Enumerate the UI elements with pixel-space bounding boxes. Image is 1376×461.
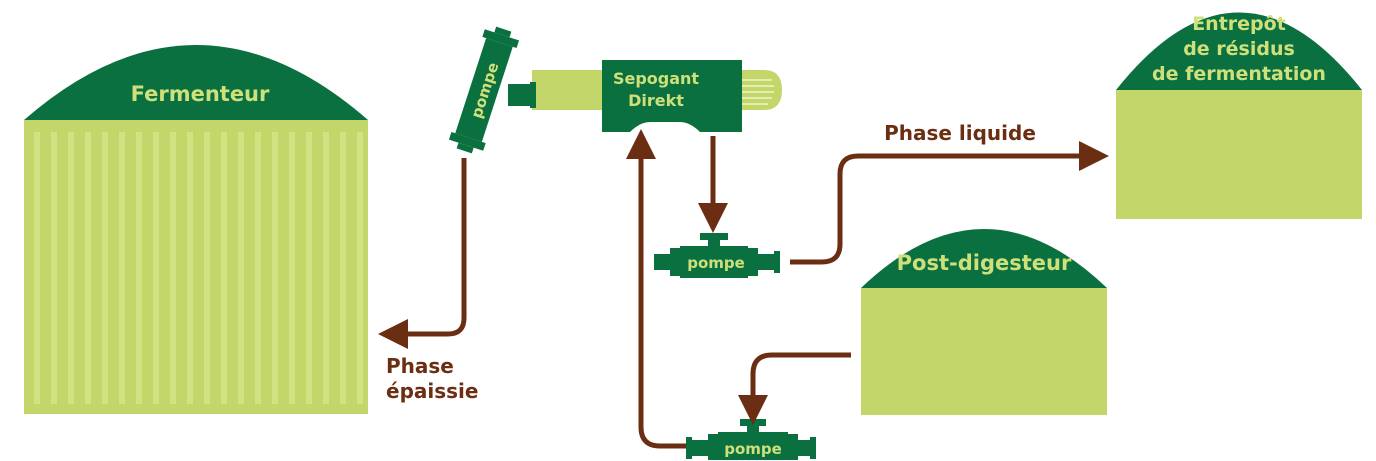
pump-middle-pipe-left <box>654 254 670 270</box>
pump-bottom-label: pompe <box>724 440 782 458</box>
fermenteur-stripe <box>187 132 193 404</box>
entrepot-label-line2: de résidus <box>1183 38 1295 60</box>
post-digesteur-tank: Post-digesteur <box>861 229 1107 415</box>
entrepot-dome <box>1116 12 1362 90</box>
pump-middle-valve-cap <box>700 233 728 240</box>
pump-bottom-valve-stem <box>747 424 759 434</box>
pump-top-flange-left <box>448 131 486 151</box>
arrow-post-digesteur-to-bottom-pump <box>738 352 851 425</box>
fermenteur-body <box>24 120 368 414</box>
pump-bottom-pipe-right <box>798 440 810 456</box>
fermenteur-dome <box>24 45 368 120</box>
fermenteur-stripe <box>51 132 57 404</box>
fermenteur-stripe <box>68 132 74 404</box>
entrepot-label-line3: de fermentation <box>1152 63 1326 85</box>
pump-middle-body <box>680 246 748 278</box>
post-digesteur-label: Post-digesteur <box>897 251 1072 275</box>
separator-body <box>602 60 742 132</box>
post-digesteur-body <box>861 288 1107 415</box>
pump-bottom-end-right <box>810 437 816 459</box>
fermenteur-stripe <box>204 132 210 404</box>
fermenteur-stripe <box>255 132 261 404</box>
pump-middle-pipe-right <box>758 254 774 270</box>
pump-top-nozzle-flange <box>530 82 536 108</box>
pump-middle-flange-right <box>748 248 758 276</box>
fermenteur-stripe <box>85 132 91 404</box>
fermenteur-stripe <box>272 132 278 404</box>
post-digesteur-dome <box>861 229 1107 288</box>
separator-label-line1: Sepogant <box>613 69 699 88</box>
separator-screen-lines <box>742 79 774 105</box>
thick-phase-label-line2: épaissie <box>386 379 478 403</box>
pump-bottom: pompe <box>686 419 816 460</box>
arrow-liquid-phase-to-entrepot <box>790 141 1109 265</box>
fermenteur-stripe <box>102 132 108 404</box>
pump-middle-label: pompe <box>687 254 745 272</box>
entrepot-label-line1: Entrepôt <box>1192 13 1286 35</box>
fermenteur-stripe <box>238 132 244 404</box>
pump-bottom-flange-left <box>708 434 718 460</box>
fermenteur-stripe <box>221 132 227 404</box>
entrepot-body <box>1116 90 1362 219</box>
pump-middle-flange-left <box>670 248 680 276</box>
separator-label-line2: Direkt <box>628 91 684 110</box>
pump-middle-valve-stem <box>708 238 720 248</box>
separator-unit: Sepogant Direkt <box>532 60 782 132</box>
fermenteur-stripe <box>170 132 176 404</box>
pump-bottom-end-left <box>686 437 692 459</box>
pump-bottom-body <box>718 432 788 460</box>
fermenteur-stripe <box>306 132 312 404</box>
pump-top: pompe <box>448 26 536 154</box>
fermenteur-stripe <box>34 132 40 404</box>
arrow-bottom-pump-to-separator <box>626 129 686 449</box>
fermenteur-stripe <box>119 132 125 404</box>
fermenteur-tank: Fermenteur <box>24 45 368 414</box>
fermenteur-stripe <box>136 132 142 404</box>
pump-top-nozzle <box>508 84 534 106</box>
pump-top-flange-right <box>482 29 520 49</box>
pump-top-body <box>455 38 513 142</box>
pump-bottom-flange-right <box>788 434 798 460</box>
thick-phase-label-line1: Phase <box>386 354 454 378</box>
pump-middle: pompe <box>654 233 780 278</box>
pump-middle-end-right <box>774 251 780 273</box>
arrow-thick-phase-to-fermenteur <box>378 158 467 349</box>
pump-top-end-left <box>456 142 474 154</box>
fermenteur-stripe <box>357 132 363 404</box>
separator-inlet-pipe <box>532 70 604 110</box>
fermenteur-label: Fermenteur <box>131 82 270 106</box>
flow-arrows <box>378 129 1109 449</box>
fermenteur-stripe <box>289 132 295 404</box>
fermenteur-stripe <box>323 132 329 404</box>
fermenteur-stripe <box>340 132 346 404</box>
pump-bottom-pipe-left <box>692 440 708 456</box>
liquid-phase-label: Phase liquide <box>884 121 1036 145</box>
fermenteur-stripe <box>153 132 159 404</box>
entrepot-tank: Entrepôt de résidus de fermentation <box>1116 12 1362 219</box>
pump-top-end-right <box>494 26 512 38</box>
fermenteur-stripes <box>34 132 363 404</box>
